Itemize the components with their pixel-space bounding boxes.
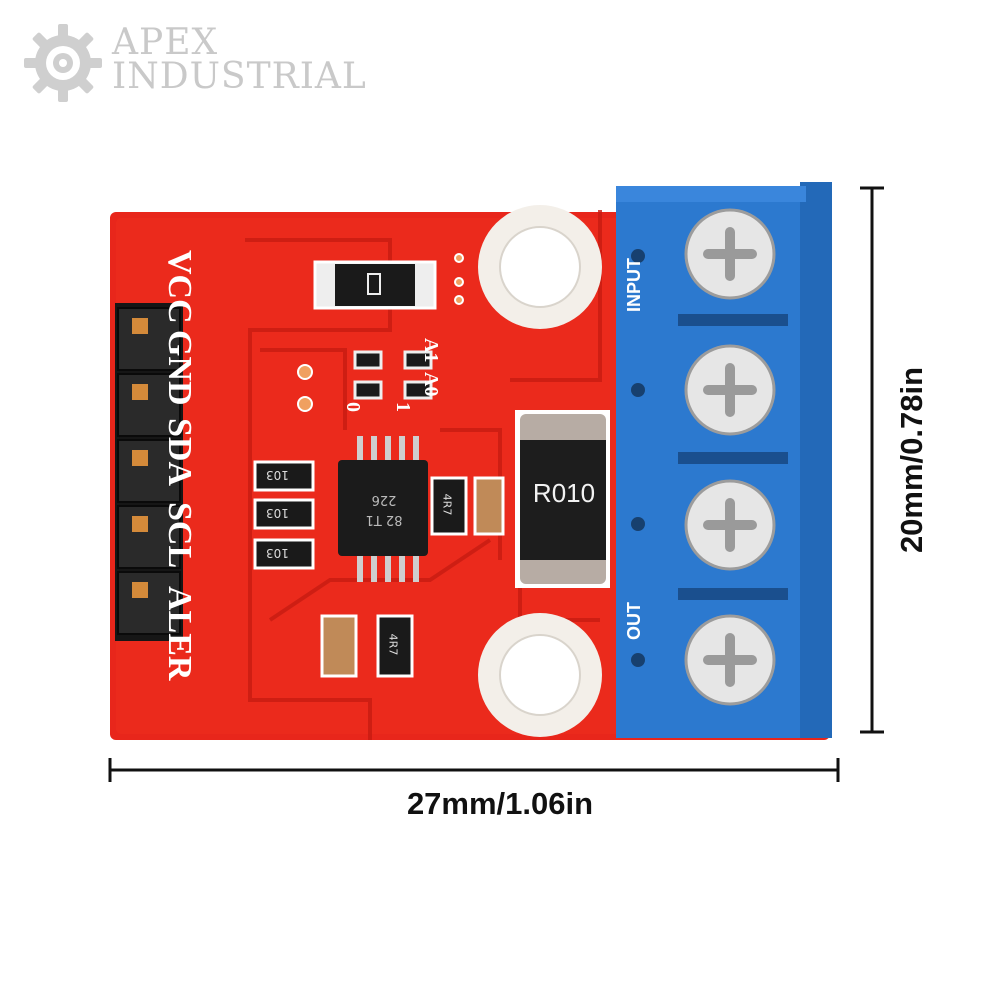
mounting-hole-top <box>478 205 602 329</box>
ic-chip <box>338 436 428 582</box>
logo-line-1: APEX <box>112 22 219 63</box>
chip-marking-1: 226 <box>371 492 397 507</box>
terminal-label-out: OUT <box>624 602 644 640</box>
resistor-array <box>253 460 315 570</box>
width-dimension-label: 27mm/1.06in <box>406 786 594 821</box>
logo-text: APEX INDUSTRIAL <box>112 22 367 97</box>
height-dimension-label: 20mm/0.78in <box>894 366 929 554</box>
chip-marking-2: 82 T1 <box>365 512 403 527</box>
pin-label-aler: ALER <box>161 586 198 681</box>
resistor-marking-1: 103 <box>266 468 289 482</box>
pin-label-sda: SDA <box>161 418 198 487</box>
address-label-a1: A1 <box>420 338 442 363</box>
mounting-hole-bottom <box>478 613 602 737</box>
shunt-resistor <box>515 410 610 588</box>
pin-label-vcc: VCC <box>161 250 198 324</box>
jumper-label-1: 1 <box>392 402 414 412</box>
height-dimension-line <box>860 186 884 734</box>
resistor-marking-3: 103 <box>266 546 289 560</box>
shunt-marking: R010 <box>532 478 596 508</box>
jumper-label-0: 0 <box>342 402 364 412</box>
terminal-label-input: INPUT <box>624 258 644 312</box>
width-dimension-line <box>108 758 840 782</box>
cap-marking-2: 4R7 <box>386 633 400 656</box>
top-resistor <box>313 260 437 310</box>
pin-labels: VCC GND SDA SCL ALER <box>161 240 290 740</box>
resistor-marking-2: 103 <box>266 506 289 520</box>
pin-label-gnd: GND <box>161 330 198 406</box>
pin-label-scl: SCL <box>161 502 198 569</box>
cap-marking-1: 4R7 <box>440 493 454 516</box>
terminal-block <box>616 182 832 738</box>
logo-line-2: INDUSTRIAL <box>112 56 367 97</box>
pin-header <box>115 303 183 641</box>
address-label-a0: A0 <box>420 372 442 397</box>
gear-icon <box>24 24 102 102</box>
